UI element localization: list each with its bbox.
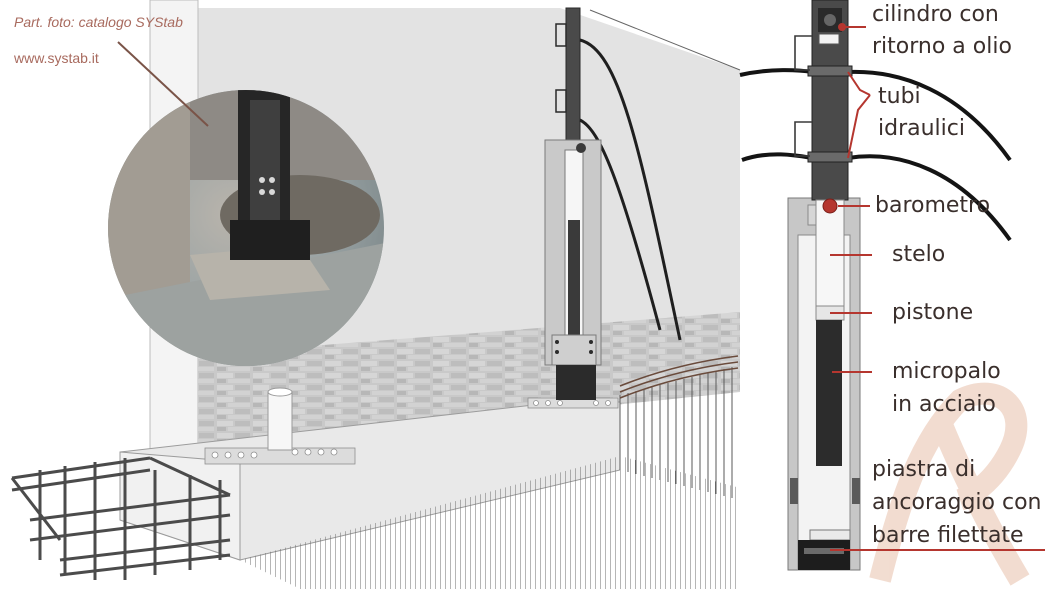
- hydraulic-jack-3d: [544, 7, 741, 400]
- barometer-gauge: [822, 198, 838, 214]
- stone-wall: [198, 312, 740, 448]
- label-barometer: barometro: [875, 193, 991, 218]
- rebar-cage-right: [619, 367, 733, 498]
- anchor-studs: [204, 397, 619, 465]
- label-hoses-line2: idraulici: [878, 116, 965, 141]
- watermark-logo: [869, 382, 1030, 586]
- leader-lines: [830, 23, 1045, 551]
- label-cylinder-line1: cilindro con: [872, 2, 999, 27]
- scene-3d: [10, 0, 741, 589]
- label-micropile-line1: micropalo: [892, 359, 1001, 384]
- label-piston: pistone: [892, 300, 974, 325]
- oil-return-cylinder: [811, 0, 849, 201]
- label-plate-line1: piastra di: [872, 457, 976, 482]
- section-diagram: [739, 0, 1045, 586]
- steel-micropile: [816, 320, 842, 466]
- white-cylinder: [267, 391, 293, 451]
- rebar-cage-left: [10, 456, 231, 580]
- photo-credit-website: www.systab.it: [14, 50, 99, 66]
- credit-leader-line: [117, 41, 209, 127]
- label-rod: stelo: [892, 242, 946, 267]
- label-micropile-line2: in acciaio: [892, 392, 996, 417]
- label-cylinder-line2: ritorno a olio: [872, 34, 1012, 59]
- threaded-bars: [798, 540, 850, 570]
- photo-credit: Part. foto: catalogo SYStab: [14, 14, 183, 30]
- label-plate-line3: barre filettate: [872, 523, 1024, 548]
- label-plate-line2: ancoraggio con: [872, 490, 1042, 515]
- anchor-plate: [809, 529, 851, 541]
- ground-hatching: [240, 456, 740, 589]
- label-hoses-line1: tubi: [878, 84, 921, 109]
